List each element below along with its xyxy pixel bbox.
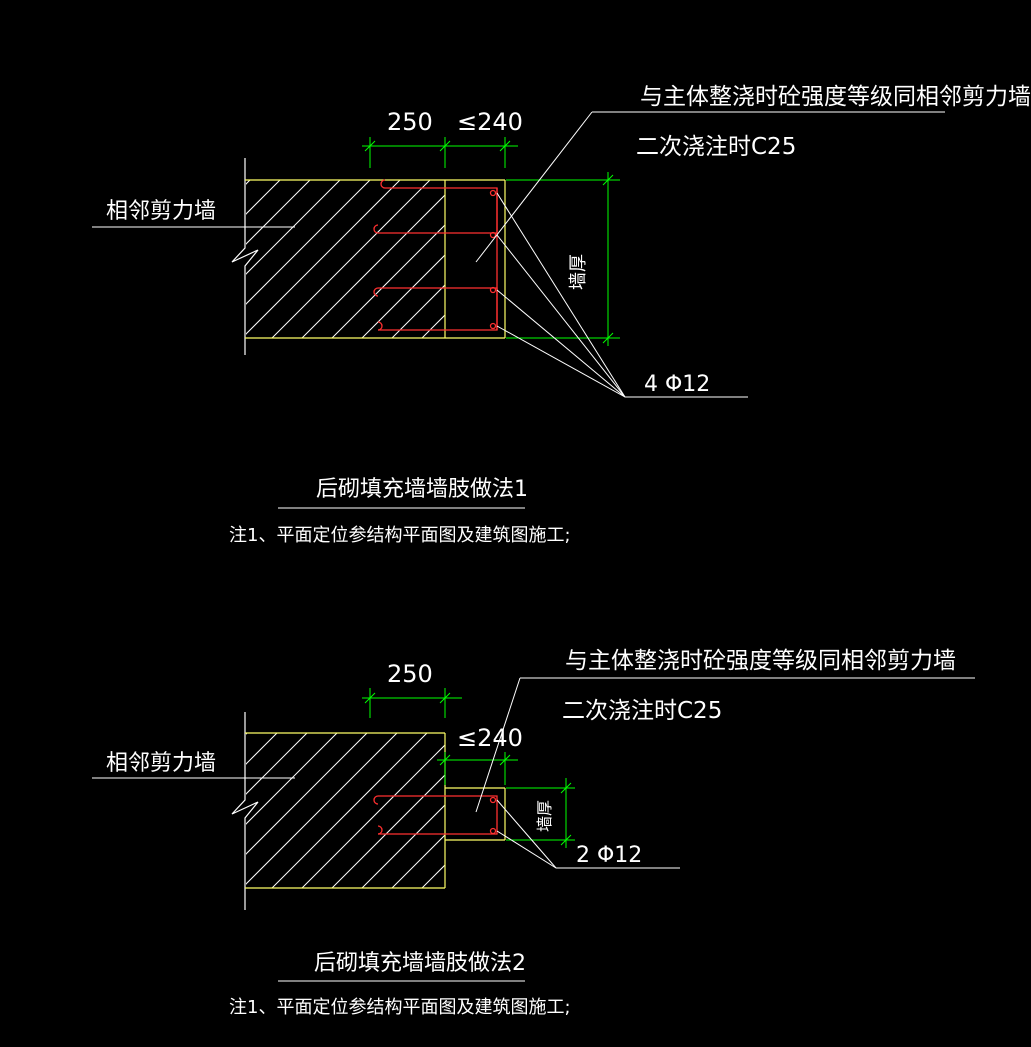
rebar-label: 4 Φ12 (644, 372, 710, 397)
dim-250: 250 (387, 660, 433, 688)
detail-note: 注1、平面定位参结构平面图及建筑图施工; (229, 525, 571, 546)
dim-thickness: 墙厚 (568, 254, 589, 290)
rebar (373, 795, 498, 835)
rebar-label: 2 Φ12 (576, 843, 642, 868)
dim-240: ≤240 (457, 724, 523, 752)
leader-lines (92, 677, 975, 982)
wall-hatch (246, 733, 445, 888)
detail-2: 相邻剪力墙 250 ≤240 墙厚 与主体整浇时砼强度等级同相邻剪力墙 二次浇注… (92, 648, 975, 1018)
wall-outline (245, 179, 506, 339)
break-line (231, 712, 259, 910)
detail-note: 注1、平面定位参结构平面图及建筑图施工; (229, 997, 571, 1018)
note-pour: 与主体整浇时砼强度等级同相邻剪力墙 (640, 84, 1031, 110)
break-line (231, 158, 259, 355)
leader-lines (92, 111, 945, 509)
rebar (373, 179, 498, 331)
note-secondary: 二次浇注时C25 (562, 698, 722, 724)
dim-thickness: 墙厚 (535, 800, 554, 832)
dim-250: 250 (387, 108, 433, 136)
detail-title: 后砌填充墙墙肢做法1 (316, 477, 528, 502)
dimension-lines (362, 688, 575, 848)
detail-1: 相邻剪力墙 250 ≤240 墙厚 与主体整浇时砼强度等级同相邻剪力墙 二次浇注… (92, 84, 1031, 546)
wall-label: 相邻剪力墙 (106, 751, 216, 776)
wall-hatch (246, 180, 445, 338)
detail-title: 后砌填充墙墙肢做法2 (314, 951, 526, 976)
note-secondary: 二次浇注时C25 (636, 134, 796, 160)
note-pour: 与主体整浇时砼强度等级同相邻剪力墙 (565, 648, 956, 674)
wall-label: 相邻剪力墙 (106, 199, 216, 224)
dim-240: ≤240 (457, 108, 523, 136)
dimension-lines (362, 137, 620, 346)
